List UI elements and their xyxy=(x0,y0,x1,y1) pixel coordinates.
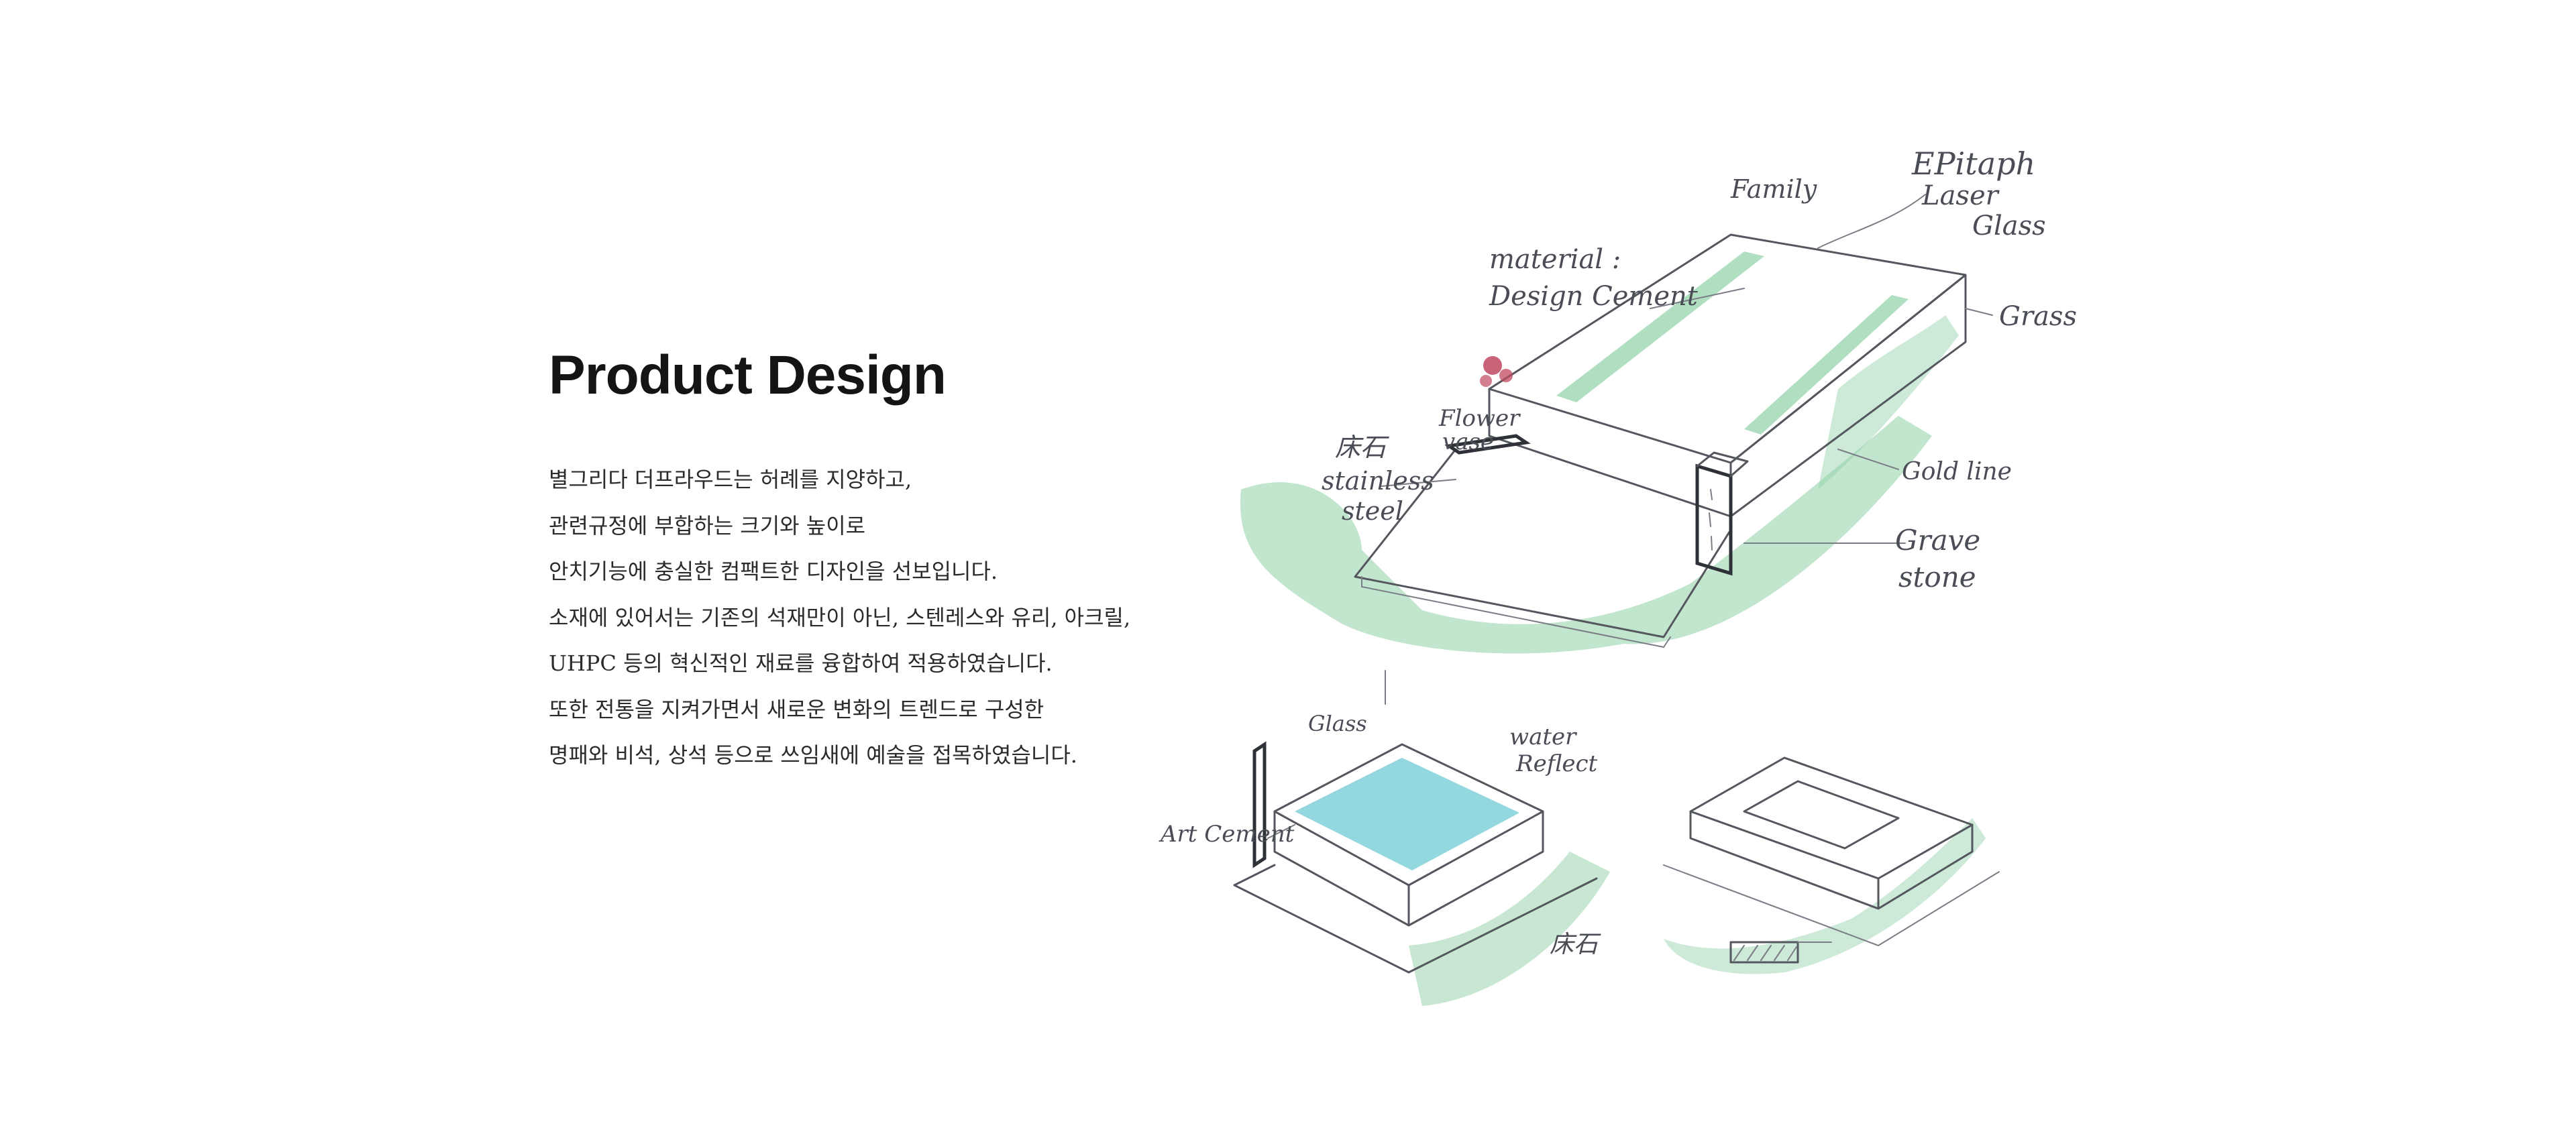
description-line: 소재에 있어서는 기존의 석재만이 아닌, 스텐레스와 유리, 아크릴, xyxy=(549,604,1131,630)
grave-stone-front xyxy=(1695,463,1733,576)
label-gold-line: Gold line xyxy=(1902,458,2012,486)
slab-sides xyxy=(1689,810,1974,910)
label-glass-top: Glass xyxy=(1972,211,2046,241)
label-art-cement: Art Cement xyxy=(1159,821,1295,848)
label-stainless-2: steel xyxy=(1342,496,1403,526)
section-detail xyxy=(1729,941,1799,964)
label-design-cement: Design Cement xyxy=(1489,281,1699,312)
leader-art-cement xyxy=(1267,824,1295,839)
section-title: Product Design xyxy=(549,345,947,406)
flower-icon xyxy=(1483,356,1502,375)
top-grass-strip-1 xyxy=(1556,251,1764,402)
flower-icon xyxy=(1499,369,1513,382)
leader-gold xyxy=(1837,449,1899,470)
grass-wash-small-left xyxy=(1409,852,1610,1006)
basin-base xyxy=(1233,864,1598,974)
product-design-text: Product Design 별그리다 더프라우드는 허례를 지양하고, 관련규… xyxy=(549,339,1179,779)
label-grave-2: stone xyxy=(1898,561,1976,593)
label-water-1: water xyxy=(1509,724,1577,750)
label-grave-1: Grave xyxy=(1895,524,1980,557)
grave-stone-top xyxy=(1696,451,1749,477)
base-slab-edge xyxy=(1361,576,1671,648)
description-line: 안치기능에 충실한 컴팩트한 디자인을 선보입니다. xyxy=(549,559,998,584)
slab-inner-recess xyxy=(1743,780,1900,850)
flower-icon xyxy=(1480,375,1492,387)
description-line: 관련규정에 부합하는 크기와 높이로 xyxy=(549,512,866,538)
label-flower-vase-2: vase xyxy=(1442,429,1494,455)
label-han-stone: 床石 xyxy=(1335,433,1389,462)
grave-design-sketch: EPitaph Laser Glass Family material : De… xyxy=(1140,114,2080,1046)
sketch-illustration: EPitaph Laser Glass Family material : De… xyxy=(1159,146,2077,1006)
grass-wash-small-right xyxy=(1664,818,1986,974)
label-material: material : xyxy=(1489,244,1621,275)
grave-stone-script xyxy=(1709,489,1713,551)
label-han-stone-small: 床石 xyxy=(1550,931,1601,958)
slab-ground xyxy=(1663,864,2000,947)
grass-wash-main xyxy=(1240,416,1932,654)
label-water-2: Reflect xyxy=(1515,750,1598,777)
leader-material xyxy=(1650,288,1745,309)
description-line: UHPC 등의 혁신적인 재료를 융합하여 적용하였습니다. xyxy=(549,650,1053,676)
base-slab xyxy=(1354,448,1732,638)
label-epitaph: EPitaph xyxy=(1911,146,2035,182)
basin-sides xyxy=(1273,810,1544,927)
vase-plate xyxy=(1444,434,1531,455)
label-grass: Grass xyxy=(1999,301,2077,332)
label-family: Family xyxy=(1730,174,1817,204)
description-line: 또한 전통을 지켜가면서 새로운 변화의 트렌드로 구성한 xyxy=(549,696,1044,722)
basin-water xyxy=(1295,758,1519,870)
label-stainless-1: stainless xyxy=(1322,466,1434,496)
top-grass-strip-2 xyxy=(1744,295,1909,435)
leader-stainless xyxy=(1381,479,1456,487)
section-detail-hatch xyxy=(1733,945,1797,961)
label-laser: Laser xyxy=(1921,180,2000,211)
description-line: 별그리다 더프라우드는 허례를 지양하고, xyxy=(549,467,912,492)
leader-epitaph xyxy=(1817,194,1926,249)
basin-glass-panel xyxy=(1252,741,1267,868)
grass-wash-right xyxy=(1818,315,1959,490)
leader-grass xyxy=(1965,308,1993,316)
label-glass-small: Glass xyxy=(1308,711,1367,736)
label-flower-vase-1: Flower xyxy=(1438,405,1521,432)
section-description: 별그리다 더프라우드는 허례를 지양하고, 관련규정에 부합하는 크기와 높이로… xyxy=(549,457,1179,779)
description-line: 명패와 비석, 상석 등으로 쓰임새에 예술을 접목하였습니다. xyxy=(549,742,1077,768)
